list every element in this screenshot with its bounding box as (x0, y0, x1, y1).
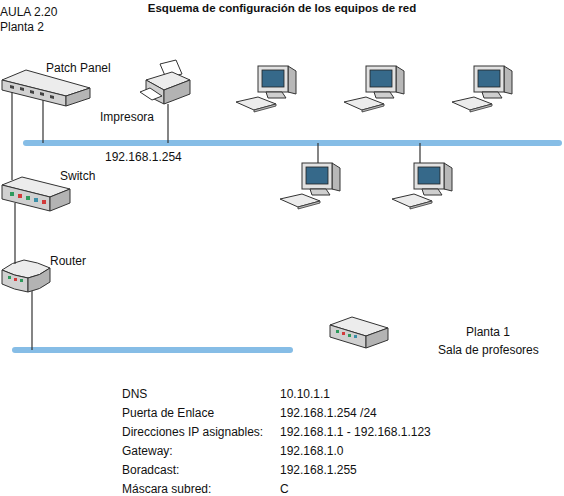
device-label: Router (50, 254, 86, 268)
router-icon-part (14, 278, 17, 281)
table-cell: 10.10.1.1 (280, 387, 330, 401)
table-cell: 192.168.1.0 (280, 444, 343, 458)
cable (42, 100, 43, 143)
computer-icon (344, 66, 404, 112)
ip-address: 192.168.1.254 (105, 150, 182, 164)
switch-icon-part (2, 185, 50, 211)
router-icon-part (2, 270, 28, 292)
switch-icon-part (348, 334, 351, 337)
router-icon (2, 260, 50, 292)
switch-icon-part (366, 328, 388, 348)
table-cell: 192.168.1.1 - 192.168.1.123 (280, 425, 431, 439)
room-label: Sala de profesores (438, 343, 539, 357)
table-cell: Direcciones IP asignables: (122, 425, 263, 439)
router-icon-part (28, 268, 50, 292)
switch-icon-part (330, 325, 366, 348)
cable (317, 143, 318, 165)
lan-bus (15, 347, 290, 353)
switch-icon-part (342, 332, 345, 335)
device-label: Impresora (100, 110, 154, 124)
switch-icon-part (50, 189, 70, 211)
patch-panel-icon-part (50, 95, 54, 99)
floor-label: Planta 1 (466, 325, 510, 339)
table-cell: 192.168.1.254 /24 (280, 406, 377, 420)
table-cell: Puerta de Enlace (122, 406, 214, 420)
router-icon-part (8, 276, 11, 279)
network-cable (14, 203, 15, 264)
cable (167, 104, 168, 143)
cable (419, 143, 420, 165)
table-cell: 192.168.1.255 (280, 463, 357, 477)
patch-panel-icon-part (2, 80, 66, 106)
table-cell: Máscara subred: (122, 482, 211, 496)
device-label: Patch Panel (46, 61, 111, 75)
table-cell: Boradcast: (122, 463, 179, 477)
floor-label: Planta 2 (0, 20, 44, 34)
printer-node: Impresora (140, 62, 192, 106)
switch-icon-part (354, 335, 357, 338)
device-label: Switch (60, 169, 95, 183)
patch-panel-icon-part (10, 85, 14, 89)
router-icon-part (20, 279, 23, 282)
printer-icon-part (140, 88, 162, 100)
router-node: Router (2, 264, 50, 290)
switch-icon-part (34, 198, 38, 202)
printer-icon (140, 60, 190, 104)
patch-panel-node: Patch Panel (2, 70, 90, 92)
switch-icon-part (42, 200, 46, 204)
switch-icon (2, 177, 70, 211)
cable (31, 288, 32, 350)
diagram-title: Esquema de configuración de los equipos … (0, 1, 564, 15)
patch-panel-icon-part (66, 88, 90, 106)
switch-icon-part (10, 192, 14, 196)
computer-icon (236, 66, 296, 112)
switch-node: Switch (2, 180, 70, 203)
printer-icon-part (164, 80, 190, 104)
room-label: AULA 2.20 (0, 5, 57, 19)
computer-icon (392, 163, 452, 209)
patch-panel-icon-part (40, 92, 44, 96)
patch-panel-icon-part (20, 87, 24, 91)
table-cell: DNS (122, 387, 147, 401)
switch-icon-part (336, 330, 339, 333)
computer-icon (280, 163, 340, 209)
lan-bus (26, 140, 559, 146)
table-cell: C (280, 482, 289, 496)
switch-icon-part (18, 194, 22, 198)
patch-panel-icon (2, 70, 90, 106)
switch-icon-part (26, 196, 30, 200)
network-cable (11, 92, 12, 180)
computer-icon (452, 66, 512, 112)
table-cell: Gateway: (122, 444, 173, 458)
switch-icon (330, 317, 388, 348)
patch-panel-icon-part (30, 90, 34, 94)
